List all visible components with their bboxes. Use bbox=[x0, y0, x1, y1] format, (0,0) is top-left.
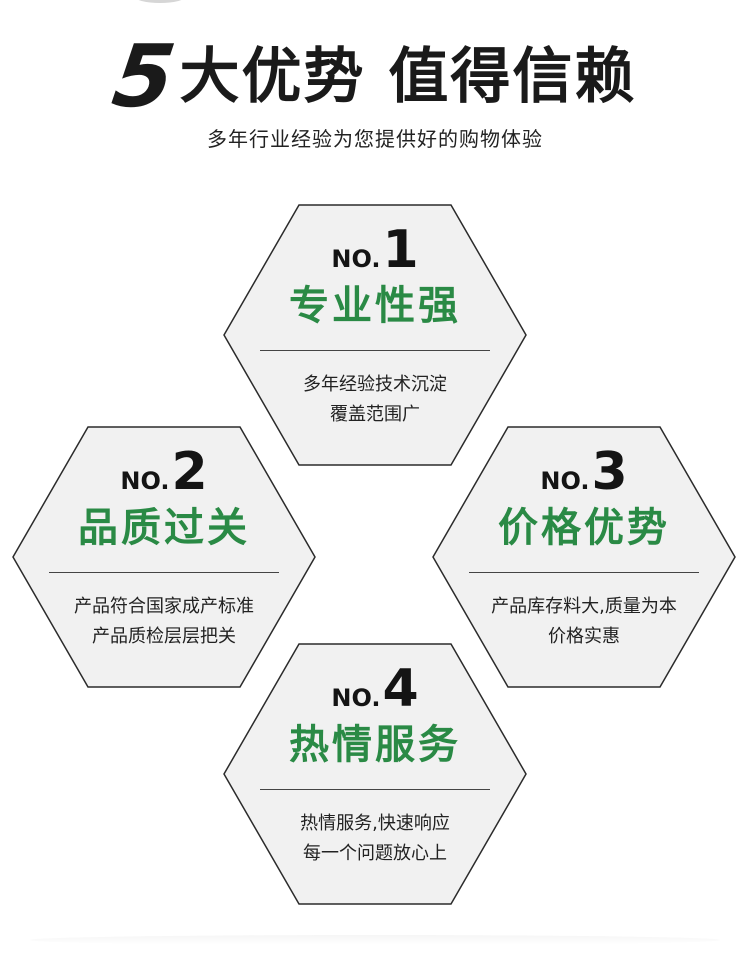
top-decoration bbox=[138, 0, 182, 3]
advantage-heading: 专业性强 bbox=[289, 283, 461, 329]
number-prefix: NO. bbox=[540, 467, 590, 495]
advantage-heading: 价格优势 bbox=[498, 505, 670, 551]
hexagon-frame bbox=[223, 643, 527, 905]
advantage-number: NO.1 bbox=[223, 224, 527, 276]
advantage-card-2: NO.2 品质过关 产品符合国家成产标准 产品质检层层把关 bbox=[12, 426, 316, 688]
title-text: 大优势 值得信赖 bbox=[179, 42, 637, 112]
description-line-2: 产品质检层层把关 bbox=[92, 626, 236, 647]
description-line-1: 多年经验技术沉淀 bbox=[303, 374, 447, 395]
description-line-1: 热情服务,快速响应 bbox=[300, 813, 450, 834]
description-line-1: 产品符合国家成产标准 bbox=[74, 596, 254, 617]
number-prefix: NO. bbox=[120, 467, 170, 495]
advantage-number: NO.4 bbox=[223, 663, 527, 715]
advantage-description: 产品符合国家成产标准 产品质检层层把关 bbox=[12, 592, 316, 652]
number-digit: 3 bbox=[591, 442, 628, 502]
description-line-2: 价格实惠 bbox=[548, 626, 620, 647]
hexagon-frame bbox=[223, 204, 527, 466]
advantage-heading: 品质过关 bbox=[78, 505, 250, 551]
advantage-heading: 热情服务 bbox=[289, 722, 461, 768]
advantage-number: NO.2 bbox=[12, 446, 316, 498]
description-line-2: 每一个问题放心上 bbox=[303, 843, 447, 864]
number-digit: 2 bbox=[171, 442, 208, 502]
bottom-shadow bbox=[30, 935, 720, 945]
advantage-number: NO.3 bbox=[432, 446, 736, 498]
description-line-2: 覆盖范围广 bbox=[330, 404, 420, 425]
divider-line bbox=[260, 789, 490, 790]
number-digit: 1 bbox=[382, 220, 419, 280]
divider-line bbox=[260, 350, 490, 351]
hexagon-frame bbox=[432, 426, 736, 688]
advantage-description: 多年经验技术沉淀 覆盖范围广 bbox=[223, 370, 527, 430]
advantage-description: 热情服务,快速响应 每一个问题放心上 bbox=[223, 809, 527, 869]
title-number: 5 bbox=[106, 27, 179, 127]
divider-line bbox=[469, 572, 699, 573]
advantage-card-1: NO.1 专业性强 多年经验技术沉淀 覆盖范围广 bbox=[223, 204, 527, 466]
number-digit: 4 bbox=[382, 659, 419, 719]
advantage-card-4: NO.4 热情服务 热情服务,快速响应 每一个问题放心上 bbox=[223, 643, 527, 905]
number-prefix: NO. bbox=[331, 245, 381, 273]
hexagon-frame bbox=[12, 426, 316, 688]
number-prefix: NO. bbox=[331, 684, 381, 712]
advantage-description: 产品库存料大,质量为本 价格实惠 bbox=[432, 592, 736, 652]
description-line-1: 产品库存料大,质量为本 bbox=[491, 596, 677, 617]
page-subtitle: 多年行业经验为您提供好的购物体验 bbox=[207, 127, 543, 151]
advantage-card-3: NO.3 价格优势 产品库存料大,质量为本 价格实惠 bbox=[432, 426, 736, 688]
divider-line bbox=[49, 572, 279, 573]
page-title: 5大优势 值得信赖 bbox=[0, 27, 750, 127]
